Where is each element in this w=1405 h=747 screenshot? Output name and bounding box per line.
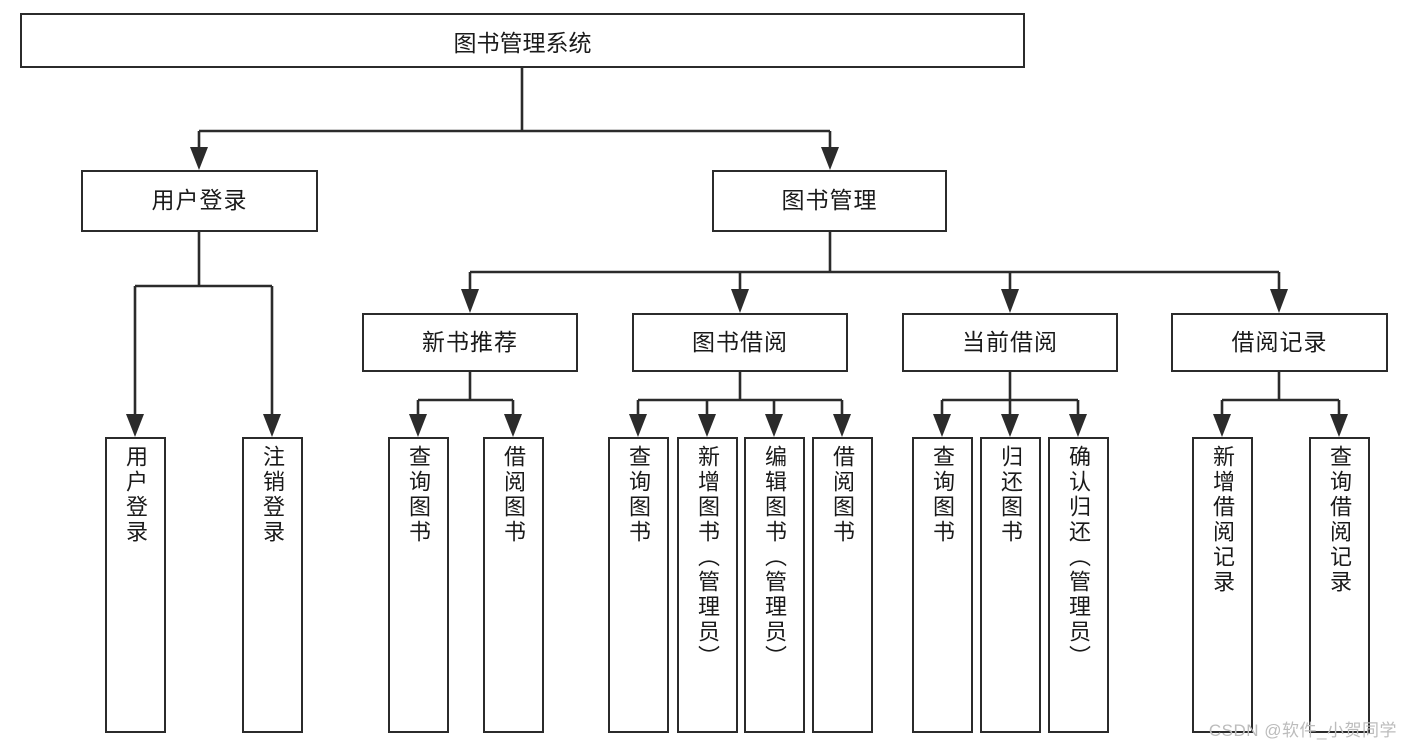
leaf-label: 注销登录 — [260, 445, 286, 545]
leaf-label: 查询借阅记录 — [1327, 445, 1353, 595]
leaf-label: 编辑图书（管理员） — [762, 445, 788, 670]
leaf-label: 用户登录 — [123, 445, 149, 545]
leaf-node-confirm-return-admin[interactable]: 确认归还（管理员） — [1048, 437, 1109, 733]
node-label: 图书管理系统 — [453, 29, 592, 56]
leaf-label: 查询图书 — [930, 445, 956, 545]
node-current-borrow[interactable]: 当前借阅 — [902, 313, 1118, 372]
node-label: 用户登录 — [151, 187, 248, 214]
node-user-login[interactable]: 用户登录 — [81, 170, 318, 232]
node-label: 图书借阅 — [692, 328, 788, 355]
leaf-node-borrow-book-1[interactable]: 借阅图书 — [483, 437, 544, 733]
node-new-book-recommend[interactable]: 新书推荐 — [362, 313, 578, 372]
leaf-label: 借阅图书 — [830, 445, 856, 545]
leaf-node-borrow-book-2[interactable]: 借阅图书 — [812, 437, 873, 733]
leaf-node-query-borrow-record[interactable]: 查询借阅记录 — [1309, 437, 1370, 733]
leaf-node-edit-book-admin[interactable]: 编辑图书（管理员） — [744, 437, 805, 733]
leaf-label: 查询图书 — [406, 445, 432, 545]
leaf-label: 新增借阅记录 — [1210, 445, 1236, 595]
node-label: 图书管理 — [781, 187, 878, 214]
node-root-book-management-system[interactable]: 图书管理系统 — [20, 13, 1025, 68]
leaf-node-add-book-admin[interactable]: 新增图书（管理员） — [677, 437, 738, 733]
node-borrow-record[interactable]: 借阅记录 — [1171, 313, 1388, 372]
leaf-node-add-borrow-record[interactable]: 新增借阅记录 — [1192, 437, 1253, 733]
leaf-node-query-book-3[interactable]: 查询图书 — [912, 437, 973, 733]
node-book-borrow[interactable]: 图书借阅 — [632, 313, 848, 372]
leaf-node-query-book-1[interactable]: 查询图书 — [388, 437, 449, 733]
leaf-label: 确认归还（管理员） — [1066, 445, 1092, 670]
node-label: 新书推荐 — [422, 328, 518, 355]
leaf-node-query-book-2[interactable]: 查询图书 — [608, 437, 669, 733]
leaf-node-return-book[interactable]: 归还图书 — [980, 437, 1041, 733]
leaf-label: 查询图书 — [626, 445, 652, 545]
leaf-label: 归还图书 — [998, 445, 1024, 545]
node-label: 当前借阅 — [962, 328, 1058, 355]
leaf-node-user-login[interactable]: 用户登录 — [105, 437, 166, 733]
node-label: 借阅记录 — [1231, 328, 1328, 355]
csdn-watermark: CSDN @软件_小贺同学 — [1208, 721, 1397, 740]
leaf-node-logout-login[interactable]: 注销登录 — [242, 437, 303, 733]
node-book-management[interactable]: 图书管理 — [712, 170, 947, 232]
leaf-label: 借阅图书 — [501, 445, 527, 545]
leaf-label: 新增图书（管理员） — [695, 445, 721, 670]
